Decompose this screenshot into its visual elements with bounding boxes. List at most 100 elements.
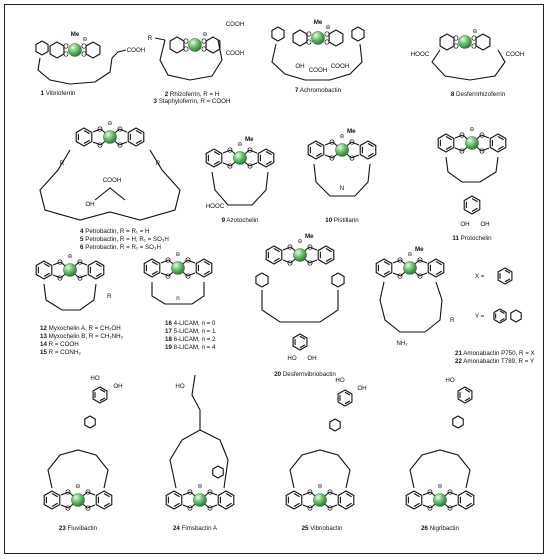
oxygen-atom-label: O [427, 505, 433, 512]
oxygen-atom-label: O [183, 38, 189, 45]
methyl-label: Me [71, 31, 80, 38]
caption-vibriobactin: 25 Vibriobactin [302, 525, 343, 532]
oxygen-atom-label: O [287, 244, 293, 251]
oxygen-atom-label: O [479, 148, 485, 155]
oxygen-atom-label: O [201, 46, 207, 53]
oxazoline-ring [329, 418, 341, 432]
compound-name: Pistillarin [334, 217, 359, 224]
benzene-ring [217, 490, 235, 510]
methyl-label: Me [305, 233, 314, 240]
charge-label: ⊖ [202, 31, 207, 38]
oxygen-atom-label: O [471, 35, 477, 42]
oxygen-atom-label: O [117, 142, 123, 149]
oxygen-atom-label: O [349, 155, 355, 162]
oxygen-atom-label: O [81, 43, 87, 50]
oxygen-atom-label: O [307, 260, 313, 267]
caption-achromobactin: 7 Achromobactin [295, 87, 342, 94]
oxygen-atom-label: O [227, 163, 233, 170]
caption-desferrirhizoferrin: 8 Desferrirhizoferrin [451, 91, 506, 98]
compound-name: Petrobactin, R = R₁ = SO₃H [85, 244, 161, 251]
n-label: n [176, 295, 180, 302]
oxazoline-ring [452, 415, 464, 429]
oxygen-atom-label: O [306, 31, 312, 38]
iron-center-sphere [458, 35, 472, 49]
substituent-x-label: X = [475, 273, 485, 280]
caption-nigribactin: 26 Nigribactin [421, 525, 459, 532]
caption-myxochelin-15: 15 R = CONH₂ [40, 349, 81, 356]
oxygen-atom-label: O [327, 489, 333, 496]
ring [328, 29, 344, 47]
benzene-ring [307, 140, 325, 160]
iron-center-sphere [433, 493, 447, 507]
ring [205, 36, 221, 54]
caption-azotochelin: 9 Azotochelin [222, 217, 259, 224]
benzene-ring [405, 490, 423, 510]
oxygen-atom-label: O [77, 275, 83, 282]
compound-number: 2 [165, 91, 169, 98]
caption-petrobactin-5: 5 Petrobactin, R = H, R₁ = SO₃H [80, 236, 169, 243]
iron-center-sphere [193, 493, 207, 507]
oxygen-atom-label: O [201, 38, 207, 45]
oxygen-atom-label: O [187, 505, 193, 512]
caption-vibrioferrin: 1 Vibrioferrin [41, 90, 77, 97]
compound-name: 5-LICAM, n = 1 [174, 328, 216, 335]
compound-name: Myxochelin A, R = CH₂OH [49, 325, 121, 332]
compound-name: Nigribactin [430, 525, 460, 532]
hooc-label: HOOC [206, 203, 225, 210]
benzene-ring [317, 245, 335, 265]
charge-label: ⊖ [297, 238, 302, 245]
iron-center-sphere [313, 493, 327, 507]
oxygen-atom-label: O [57, 259, 63, 266]
indole-ring [493, 308, 507, 324]
caption-fluvibactin: 23 Fluvibactin [59, 525, 98, 532]
benzene-ring [87, 260, 105, 280]
benzene-ring [285, 490, 303, 510]
oxygen-atom-label: O [479, 132, 485, 139]
charge-label: ⊖ [75, 483, 80, 490]
n-label: N [340, 185, 344, 192]
charge-label: ⊖ [107, 120, 112, 127]
compound-name: Petrobactin, R = R₁ = H [85, 228, 149, 235]
caption-licam-18: 18 6-LICAM, n = 2 [165, 336, 216, 343]
compound-name: Rhizoferrin, R = H [170, 91, 219, 98]
compound-number: 17 [165, 328, 172, 335]
oxygen-atom-label: O [307, 505, 313, 512]
ho-n-label: HO [175, 383, 184, 390]
oxygen-atom-label: O [187, 489, 193, 496]
compound-name: Fluvibactin [68, 525, 98, 532]
benzene-ring [427, 258, 445, 278]
charge-label: ⊖ [437, 483, 442, 490]
ho-label: HO [335, 377, 344, 384]
oxygen-atom-label: O [117, 126, 123, 133]
benzene-ring [337, 490, 355, 510]
caption-licam-16: 16 4-LICAM, n = 0 [165, 320, 216, 327]
oxygen-atom-label: O [417, 257, 423, 264]
compound-name: Protochelin [461, 235, 493, 242]
oxazoline-ring [212, 465, 224, 479]
oxygen-atom-label: O [447, 505, 453, 512]
oxygen-atom-label: O [63, 43, 69, 50]
charge-label: ⊖ [175, 251, 180, 258]
methyl-label: Me [415, 246, 424, 253]
compound-name: 4-LICAM, n = 0 [174, 320, 216, 327]
oxygen-atom-label: O [81, 51, 87, 58]
r-label: R [156, 160, 161, 167]
catechol-ring [463, 195, 481, 215]
oxygen-atom-label: O [247, 163, 253, 170]
charge-label: ⊖ [237, 141, 242, 148]
